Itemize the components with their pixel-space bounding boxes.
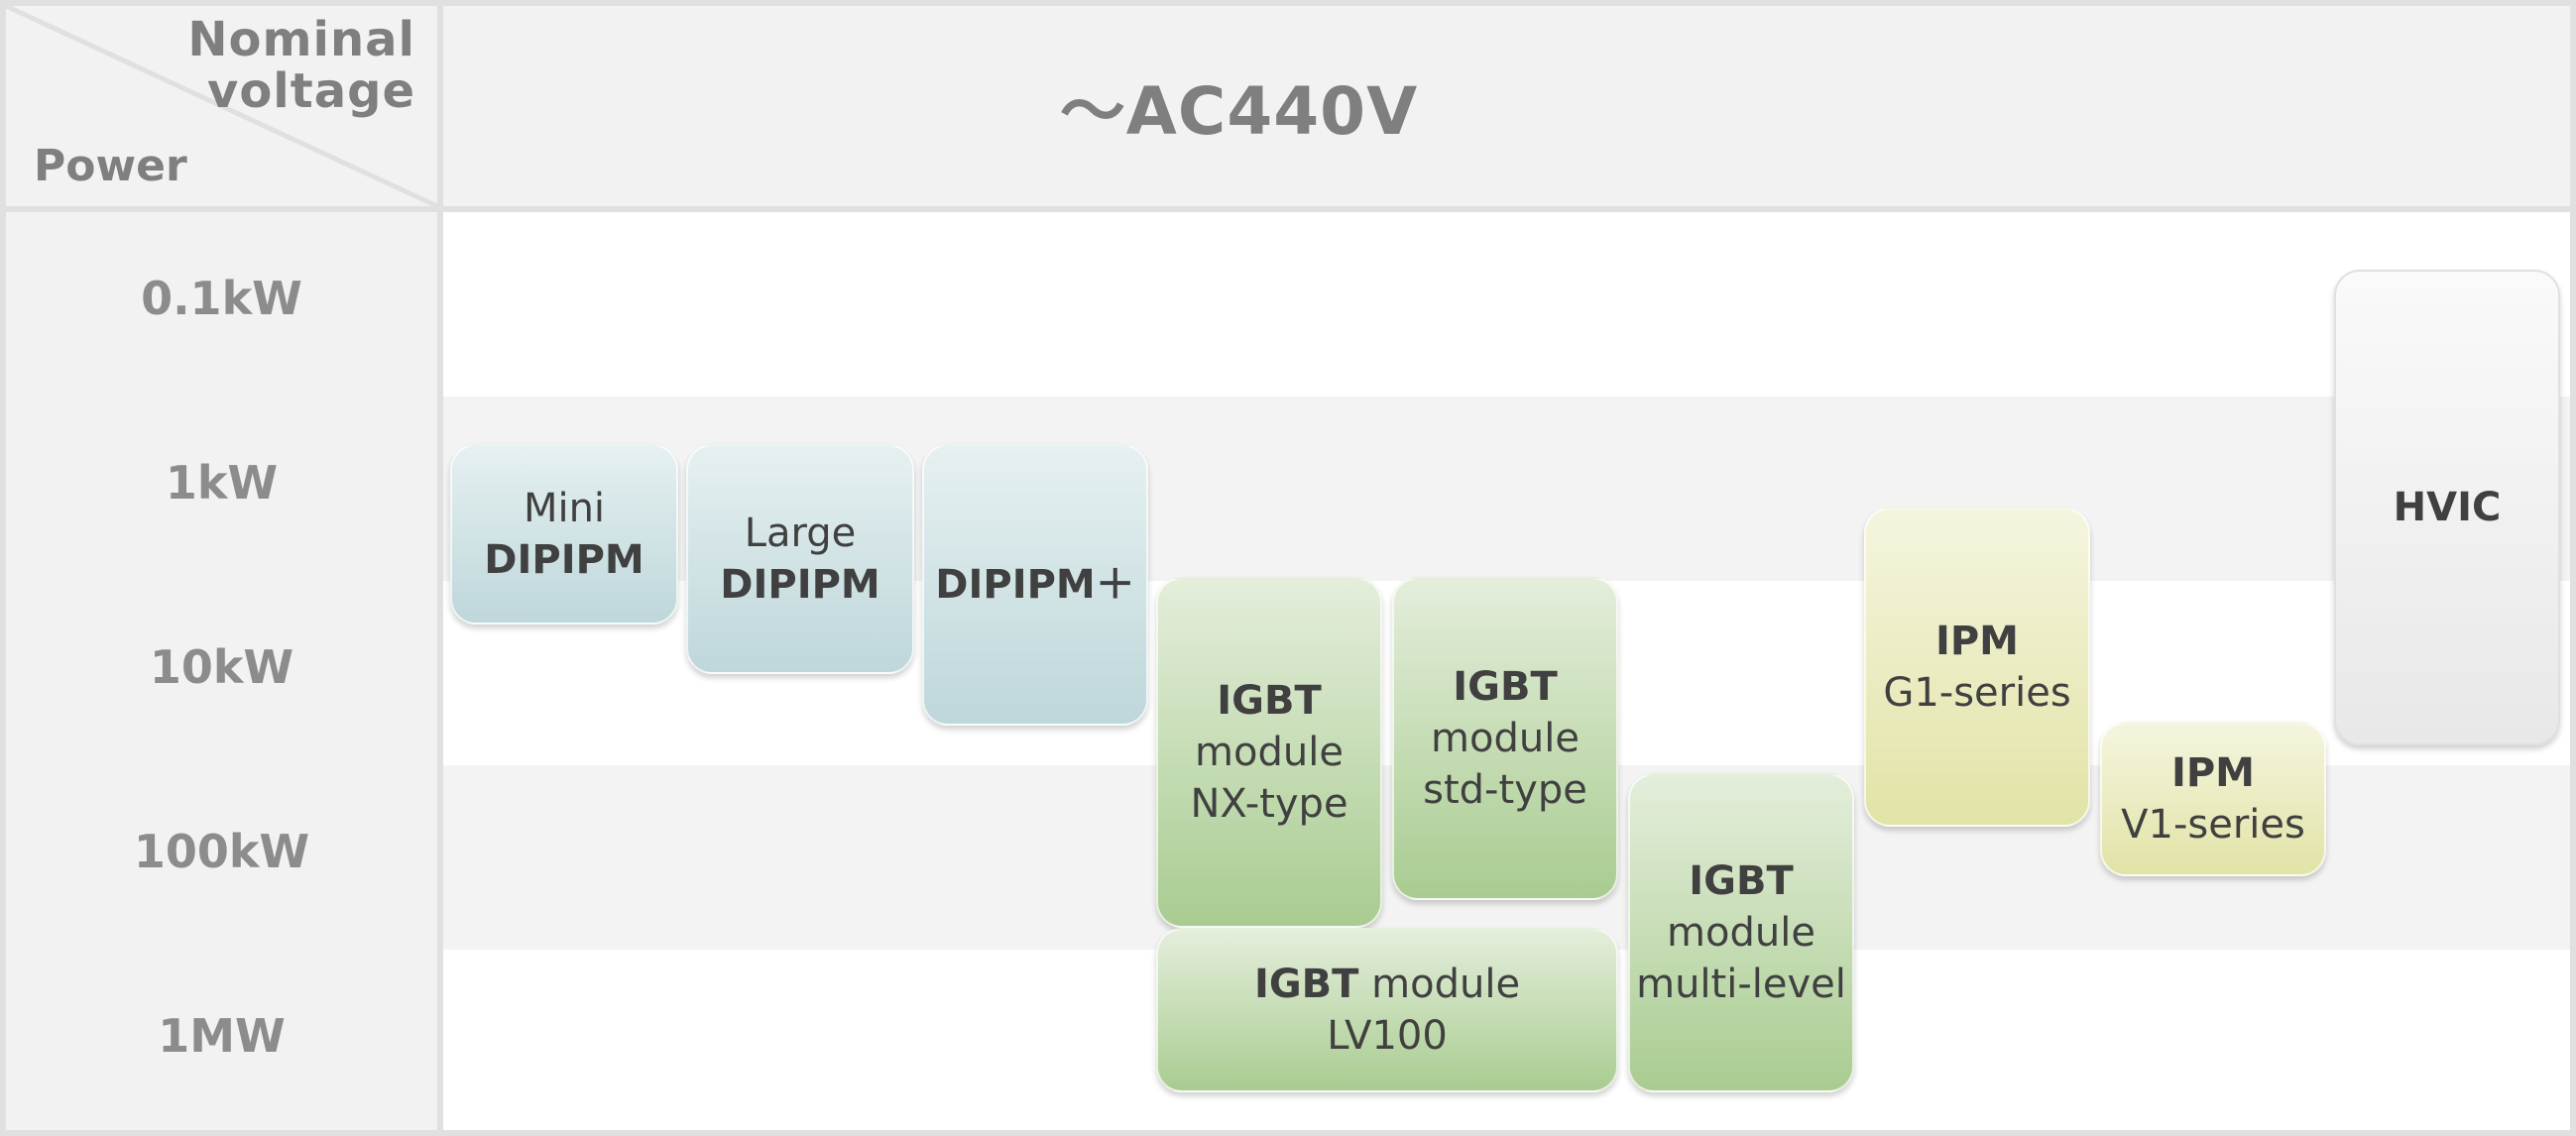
power-label-100kw: 100kW <box>133 825 310 878</box>
igbt-std-line1: IGBT <box>1453 664 1558 710</box>
igbt-std-line3: std-type <box>1423 767 1587 813</box>
power-label-10kw: 10kW <box>149 640 294 694</box>
igbt-std-box: IGBT module std-type <box>1392 577 1618 900</box>
hvic-line1: HVIC <box>2393 485 2502 530</box>
ipm-g1-box: IPM G1-series <box>1864 508 2090 827</box>
ipm-g1-line2: G1-series <box>1883 670 2071 716</box>
igbt-nx-line1: IGBT <box>1217 678 1322 724</box>
mini-dipipm-line1: Mini <box>523 486 606 531</box>
power-label-1kw: 1kW <box>165 456 279 510</box>
large-dipipm-line1: Large <box>744 511 857 556</box>
igbt-multilevel-box: IGBT module multi-level <box>1628 773 1854 1092</box>
voltage-range-label: ～AC440V <box>1059 73 1419 150</box>
mini-dipipm-line2: DIPIPM <box>484 537 644 583</box>
dipipm-plus-box: DIPIPM＋ <box>922 444 1148 726</box>
igbt-lv100-line1a: IGBT <box>1253 962 1359 1007</box>
mini-dipipm-box: Mini DIPIPM <box>450 444 678 625</box>
igbt-multilevel-line1: IGBT <box>1689 858 1794 904</box>
igbt-nx-box: IGBT module NX-type <box>1156 577 1382 928</box>
large-dipipm-line2: DIPIPM <box>720 562 880 608</box>
igbt-lv100-box: IGBT module LV100 <box>1156 928 1618 1092</box>
ipm-v1-line1: IPM <box>2170 750 2255 796</box>
dipipm-plus-line1: DIPIPM＋ <box>935 562 1135 608</box>
header-divider <box>6 206 2570 212</box>
igbt-multilevel-line2: module <box>1667 910 1815 956</box>
header-corner: Nominal voltage Power <box>6 6 437 206</box>
ipm-v1-box: IPM V1-series <box>2100 722 2326 876</box>
diagonal-divider <box>6 6 437 206</box>
hvic-box: HVIC <box>2334 270 2560 745</box>
igbt-std-line2: module <box>1431 716 1580 761</box>
ipm-g1-line1: IPM <box>1934 619 2019 664</box>
igbt-multilevel-line3: multi-level <box>1636 962 1846 1007</box>
nominal-voltage-label: Nominal voltage <box>187 12 415 119</box>
igbt-nx-line2: module <box>1195 730 1344 775</box>
power-column: 0.1kW 1kW 10kW 100kW 1MW <box>6 212 437 1130</box>
large-dipipm-box: Large DIPIPM <box>686 444 914 674</box>
igbt-lv100-line1: IGBT module <box>1254 959 1520 1010</box>
igbt-lv100-line1b: module <box>1358 962 1521 1007</box>
power-label-1mw: 1MW <box>158 1009 286 1063</box>
column-divider <box>437 6 443 1130</box>
igbt-lv100-line2: LV100 <box>1327 1013 1448 1059</box>
power-label-0-1kw: 0.1kW <box>141 272 302 325</box>
power-axis-label: Power <box>34 141 187 191</box>
voltage-header: ～AC440V <box>443 6 2570 206</box>
ipm-v1-line2: V1-series <box>2121 802 2305 848</box>
igbt-nx-line3: NX-type <box>1190 781 1348 827</box>
